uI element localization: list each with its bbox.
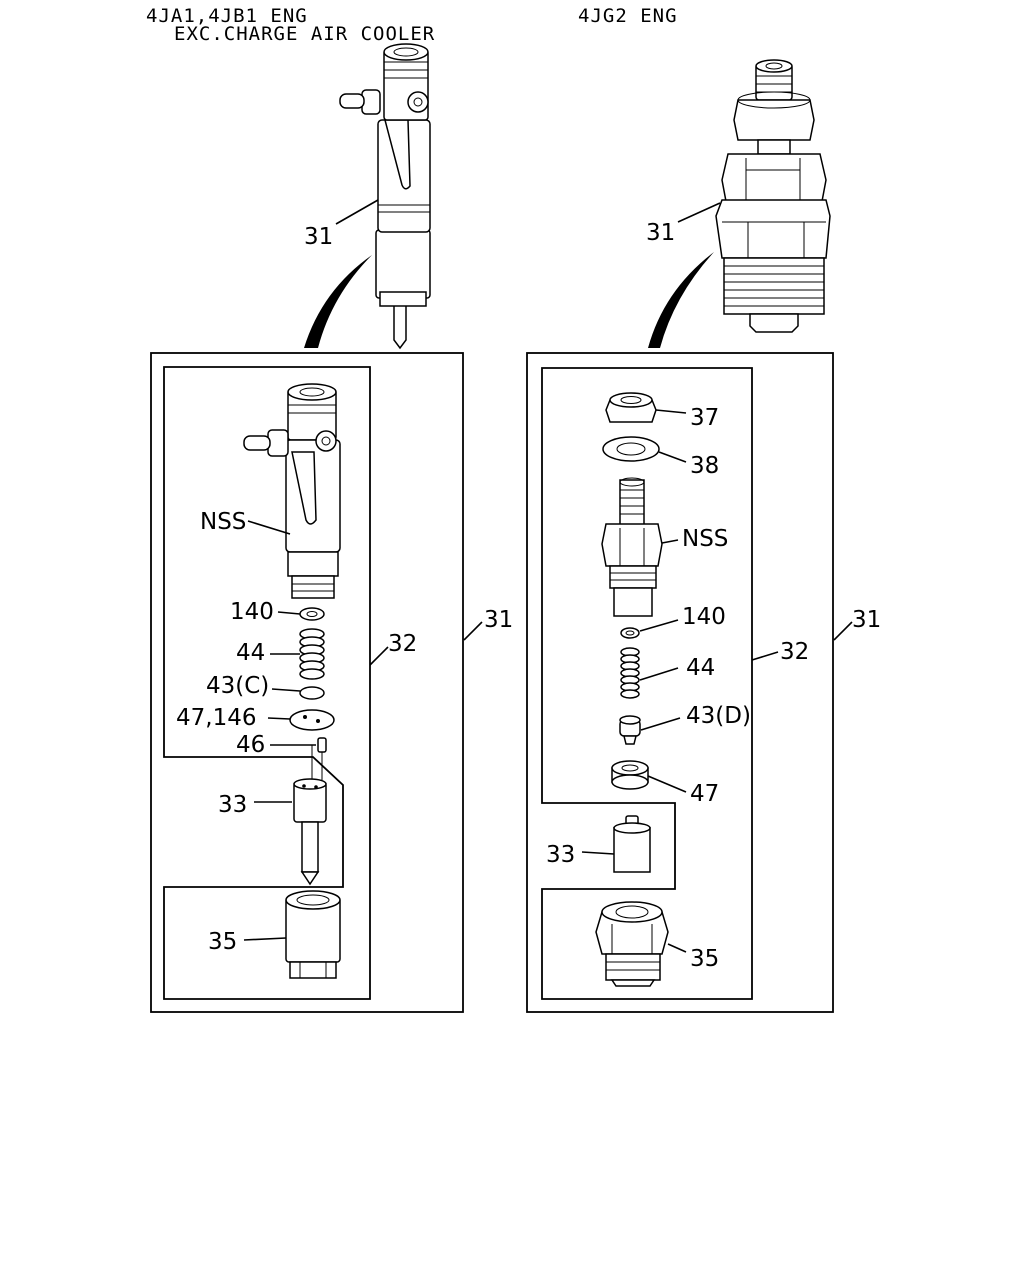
right-nss-holder-body: [601, 477, 663, 617]
left-part-44-spring: [299, 628, 325, 680]
right-part-43d-pressure-pin: [619, 715, 641, 745]
label-46-left: 46: [236, 732, 265, 758]
left-part-46-pin: [311, 737, 327, 780]
label-35-right: 35: [690, 946, 719, 972]
label-38-right: 38: [690, 453, 719, 479]
right-outer-frame: [526, 352, 834, 1013]
label-31-right-frame: 31: [852, 607, 881, 633]
left-outer-frame: [150, 352, 464, 1013]
label-33-right: 33: [546, 842, 575, 868]
right-part-38-gasket: [602, 436, 660, 462]
left-nss-injector-body: [243, 383, 341, 599]
right-part-35-retaining-nut: [595, 901, 669, 987]
label-43c-left: 43(C): [206, 673, 269, 699]
left-injector-assembly: 31: [304, 43, 431, 350]
label-31-left-frame: 31: [484, 607, 513, 633]
transition-arrow-left: [304, 255, 372, 348]
label-35-left: 35: [208, 929, 237, 955]
left-engine-header: 4JA1,4JB1 ENG: [146, 5, 308, 27]
left-part-43c-shim: [299, 686, 325, 700]
label-nss-left: NSS: [200, 509, 246, 535]
left-part-47-146-spacer: [289, 709, 335, 731]
left-inner-frame: [163, 366, 371, 1000]
right-part-44-spring: [620, 647, 640, 699]
label-nss-right: NSS: [682, 526, 728, 552]
label-44-left: 44: [236, 640, 265, 666]
label-37-right: 37: [690, 405, 719, 431]
label-31-right-top: 31: [646, 220, 675, 246]
label-44-right: 44: [686, 655, 715, 681]
label-47-146-left: 47,146: [176, 705, 256, 731]
right-part-37-nut: [605, 392, 657, 423]
label-32-left: 32: [388, 631, 417, 657]
left-part-140-washer: [299, 607, 325, 621]
right-part-47-spacer: [611, 760, 649, 790]
right-part-33-nozzle: [613, 815, 651, 873]
left-engine-subheader: EXC.CHARGE AIR COOLER: [174, 23, 435, 45]
right-engine-header: 4JG2 ENG: [578, 5, 678, 27]
right-inner-frame: [541, 367, 753, 1000]
left-part-35-retaining-nut: [285, 890, 341, 979]
label-33-left: 33: [218, 792, 247, 818]
right-part-140-washer: [620, 627, 640, 639]
label-140-right: 140: [682, 604, 726, 630]
label-32-right: 32: [780, 639, 809, 665]
label-140-left: 140: [230, 599, 274, 625]
transition-arrow-right: [648, 252, 714, 348]
label-47-right: 47: [690, 781, 719, 807]
label-43d-right: 43(D): [686, 703, 751, 729]
right-injector-assembly: 31: [646, 59, 831, 348]
left-part-33-nozzle: [293, 778, 327, 886]
label-31-left-top: 31: [304, 224, 333, 250]
